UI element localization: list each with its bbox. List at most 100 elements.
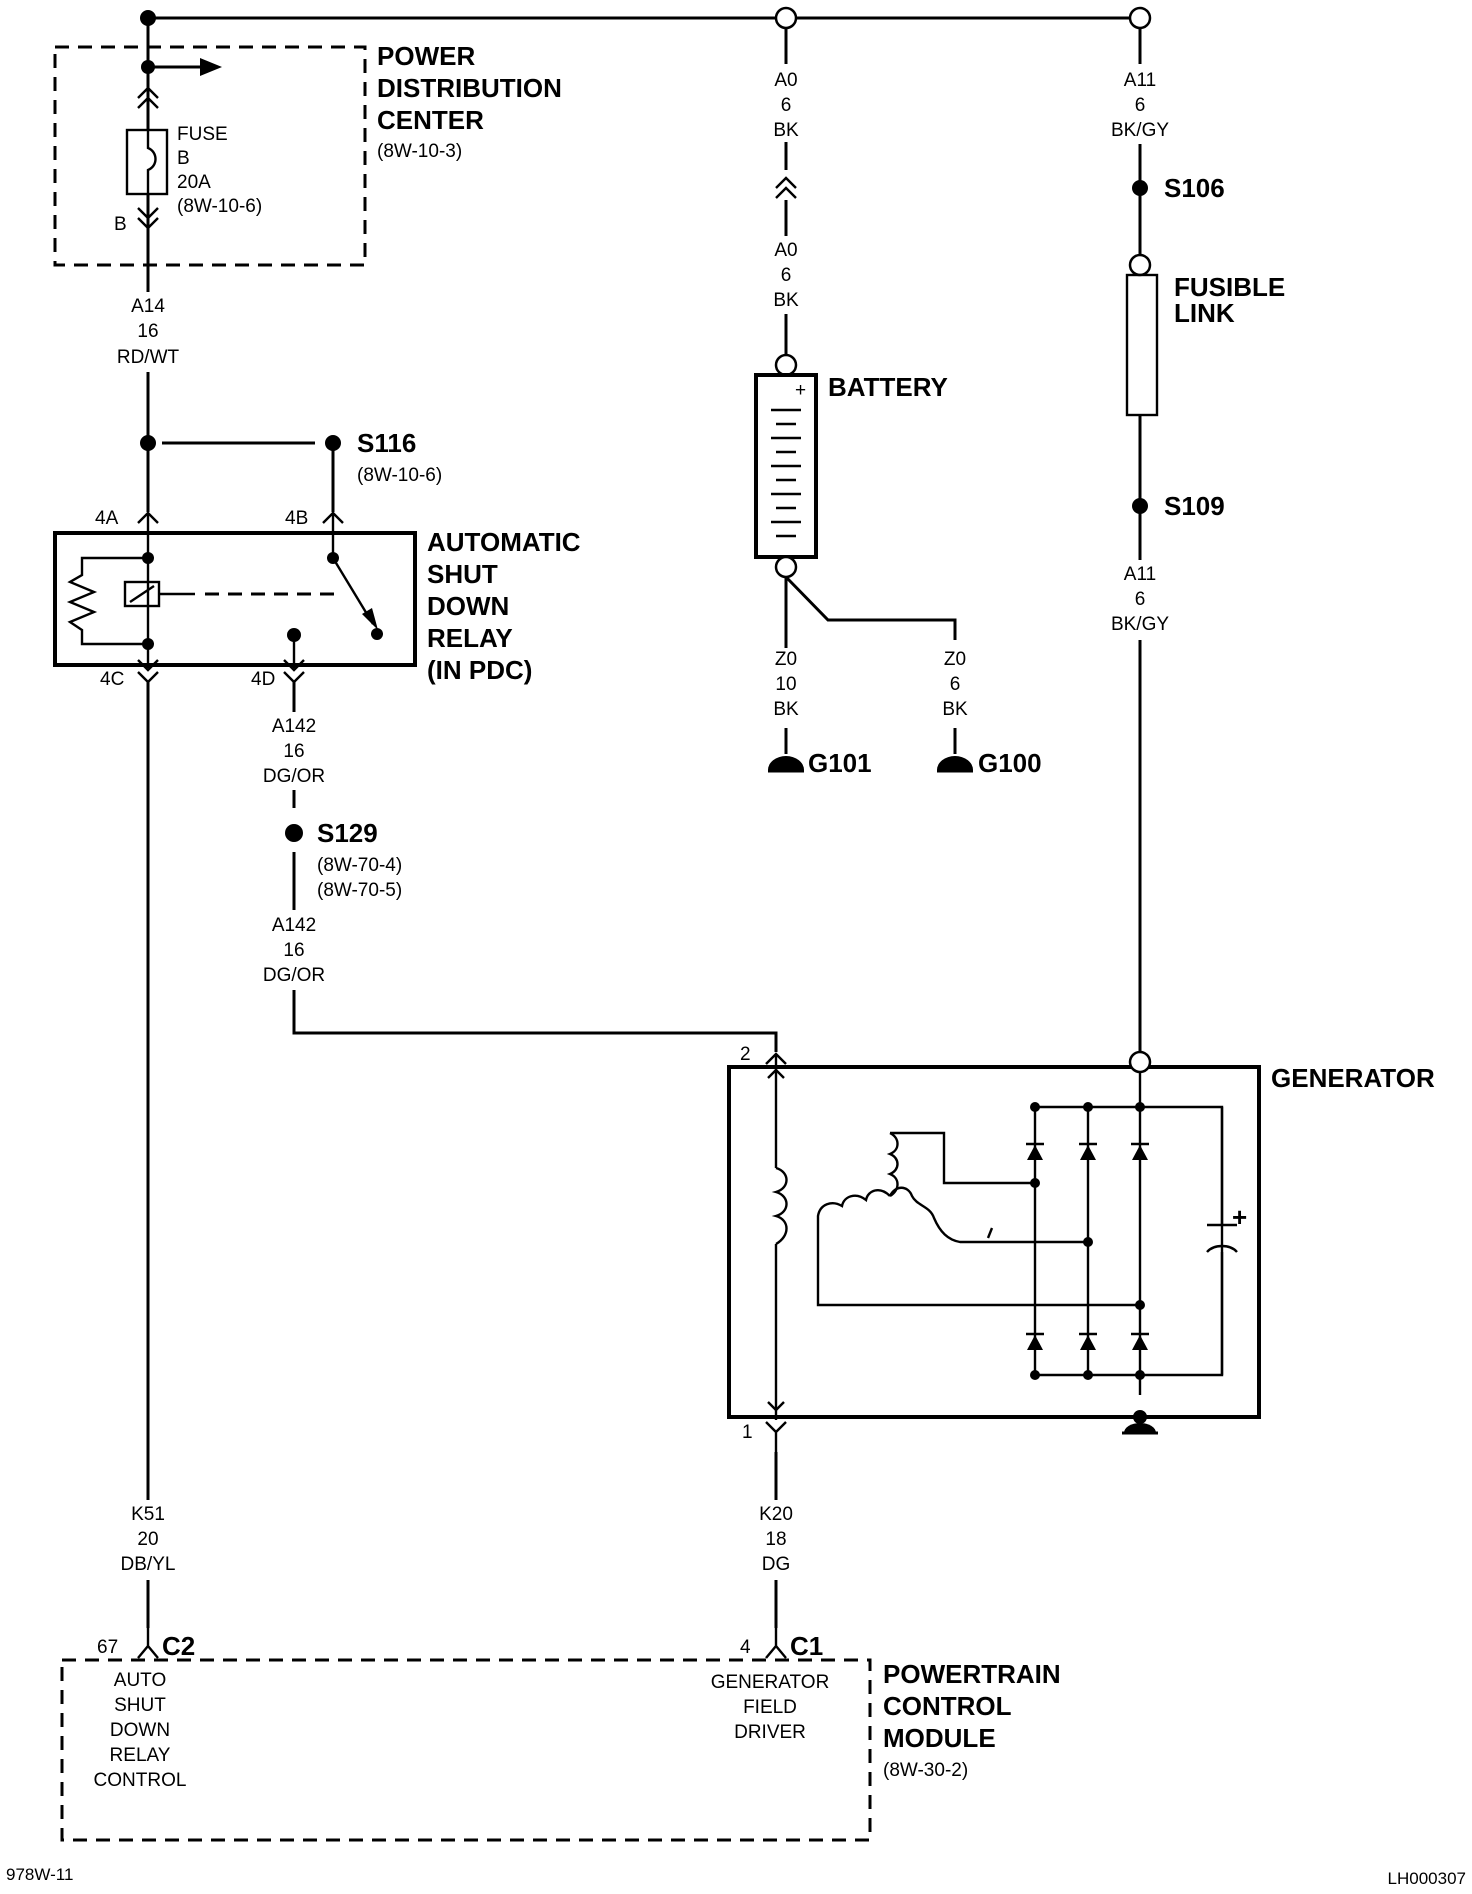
battery-ground-wires [784, 575, 957, 648]
wire-k20-circuit: K20 [759, 1504, 793, 1525]
wire-k20-color: DG [762, 1554, 791, 1575]
relay-pin-4a-label: 4A [95, 508, 119, 529]
relay-pin-4b [322, 511, 344, 558]
capacitor-plate-bottom [1206, 1244, 1238, 1253]
fuse-element [146, 130, 157, 194]
relay-pin-4c [137, 644, 159, 684]
ground-g101-label: G101 [808, 748, 872, 778]
relay-coil-slash [129, 585, 155, 603]
wire-a11-bottom-color: BK/GY [1111, 614, 1169, 635]
pcm-c2-pin [137, 1628, 159, 1659]
diode-upper-2 [1080, 1145, 1096, 1160]
wire-a14-color: RD/WT [117, 347, 180, 368]
splice-s129-ref-1: (8W-70-4) [317, 855, 402, 876]
wire-a142-bottom-color: DG/OR [263, 965, 325, 986]
pcm-c1-pin-number: 4 [740, 1637, 751, 1658]
ground-g101-symbol [768, 756, 804, 770]
pdc-title-line-1: POWER [377, 41, 475, 71]
footer-right-code: LH000307 [1388, 1869, 1466, 1888]
bus-node-generator [1128, 6, 1152, 30]
wire-a142-to-generator [292, 990, 778, 1052]
splice-s129-id: S129 [317, 818, 378, 848]
pcm-title-line-2: CONTROL [883, 1691, 1012, 1721]
stator-phase-c [816, 1189, 1140, 1307]
pcm-c1-desc-3: DRIVER [734, 1722, 806, 1743]
pdc-title-line-2: DISTRIBUTION [377, 73, 562, 103]
fuse-connector-bottom [137, 207, 159, 230]
pcm-c2-pin-number: 67 [97, 1637, 118, 1658]
pdc-arrow-head [200, 58, 222, 76]
wire-z0-6-circuit: Z0 [944, 649, 966, 670]
pcm-c2-desc-5: CONTROL [94, 1770, 187, 1791]
splice-s106-label: S106 [1164, 173, 1225, 203]
pcm-outline [60, 1658, 872, 1842]
pdc-ref: (8W-10-3) [377, 141, 462, 162]
fuse-pin: B [114, 214, 127, 235]
pcm-ref: (8W-30-2) [883, 1760, 968, 1781]
pcm-title-line-1: POWERTRAIN [883, 1659, 1061, 1689]
wire-k51-circuit: K51 [131, 1504, 165, 1525]
splice-s116-id: S116 [357, 428, 416, 458]
relay-pin-4c-label: 4C [100, 669, 124, 690]
pcm-c1-desc-2: FIELD [743, 1697, 797, 1718]
splice-s106 [1132, 180, 1148, 196]
wire-z0-10-color: BK [773, 699, 799, 720]
wire-a11-top-circuit: A11 [1124, 70, 1156, 91]
relay-title-line-5: (IN PDC) [427, 655, 532, 685]
generator-label: GENERATOR [1271, 1063, 1435, 1093]
fusible-link-label-2: LINK [1174, 298, 1235, 328]
wire-a11-bottom-gauge: 6 [1135, 589, 1146, 610]
fuse-label: FUSE [177, 124, 228, 145]
battery-plus: + [795, 380, 806, 401]
fuse-rating: 20A [177, 172, 211, 193]
wire-k51-gauge: 20 [137, 1529, 158, 1550]
rectifier-bus-top [1035, 1105, 1224, 1377]
generator-pin-1-label: 1 [742, 1422, 753, 1443]
wire-a142-top-circuit: A142 [272, 716, 316, 737]
wire-a0-bottom-color: BK [773, 290, 799, 311]
relay-title-line-2: SHUT [427, 559, 498, 589]
relay-coil-circuit [66, 556, 148, 646]
wire-a142-top-gauge: 16 [283, 741, 304, 762]
relay-box [53, 531, 417, 667]
splice-s129-ref-2: (8W-70-5) [317, 880, 402, 901]
diode-upper-3 [1132, 1145, 1148, 1160]
generator-pin-2-label: 2 [740, 1044, 751, 1065]
relay-pin-4d-label: 4D [251, 669, 275, 690]
wire-k51-color: DB/YL [121, 1554, 176, 1575]
relay-switch-contact [371, 628, 383, 640]
generator-box [727, 1065, 1261, 1419]
wire-z0-10-circuit: Z0 [775, 649, 797, 670]
relay-pin-4b-label: 4B [285, 508, 308, 529]
relay-pin-4a [137, 511, 159, 558]
fusible-link-label-1: FUSIBLE [1174, 272, 1285, 302]
diode-upper-1 [1027, 1145, 1043, 1160]
fusible-link-terminal [1128, 253, 1152, 277]
wire-a11-top-color: BK/GY [1111, 120, 1169, 141]
splice-s129 [285, 824, 303, 842]
wire-a0-top-gauge: 6 [781, 95, 792, 116]
generator-pin-1 [765, 1421, 787, 1452]
relay-title-line-4: RELAY [427, 623, 513, 653]
ground-g100-symbol [937, 756, 973, 770]
relay-title-line-1: AUTOMATIC [427, 527, 581, 557]
wire-a0-bottom-circuit: A0 [774, 240, 797, 261]
wire-a0-top-circuit: A0 [774, 70, 797, 91]
splice-s116-left-node [140, 435, 156, 451]
wire-a14-circuit: A14 [131, 296, 165, 317]
stator-phase-a [886, 1131, 1035, 1198]
pcm-title-line-3: MODULE [883, 1723, 996, 1753]
field-winding [771, 1166, 788, 1246]
fuse-ref: (8W-10-6) [177, 196, 262, 217]
pcm-c2-desc-1: AUTO [114, 1670, 166, 1691]
pcm-c2-desc-3: DOWN [110, 1720, 170, 1741]
stator-tick [986, 1227, 994, 1239]
pcm-c1-connector: C1 [790, 1631, 823, 1661]
ground-g100-label: G100 [978, 748, 1042, 778]
bus-node-battery [774, 6, 798, 30]
splice-s116-ref: (8W-10-6) [357, 465, 442, 486]
wire-a14-gauge: 16 [137, 321, 158, 342]
pcm-c2-desc-4: RELAY [110, 1745, 171, 1766]
splice-s109 [1132, 498, 1148, 514]
pcm-c2-connector: C2 [162, 1631, 195, 1661]
